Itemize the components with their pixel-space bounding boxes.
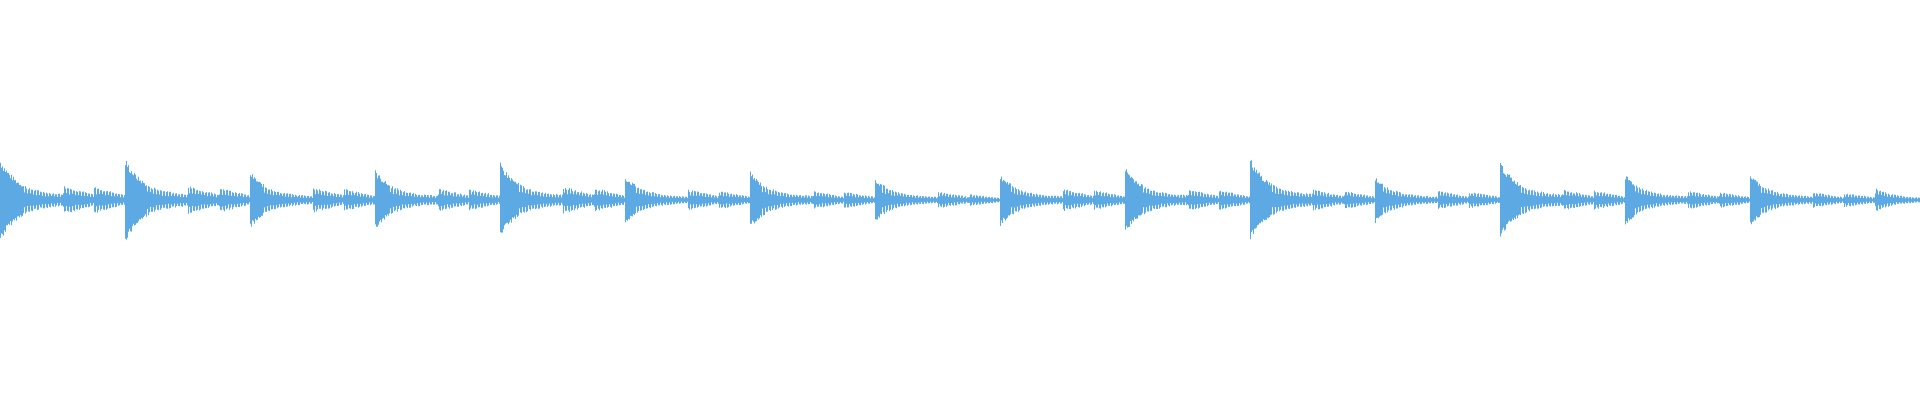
waveform-peaks	[0, 160, 1920, 240]
